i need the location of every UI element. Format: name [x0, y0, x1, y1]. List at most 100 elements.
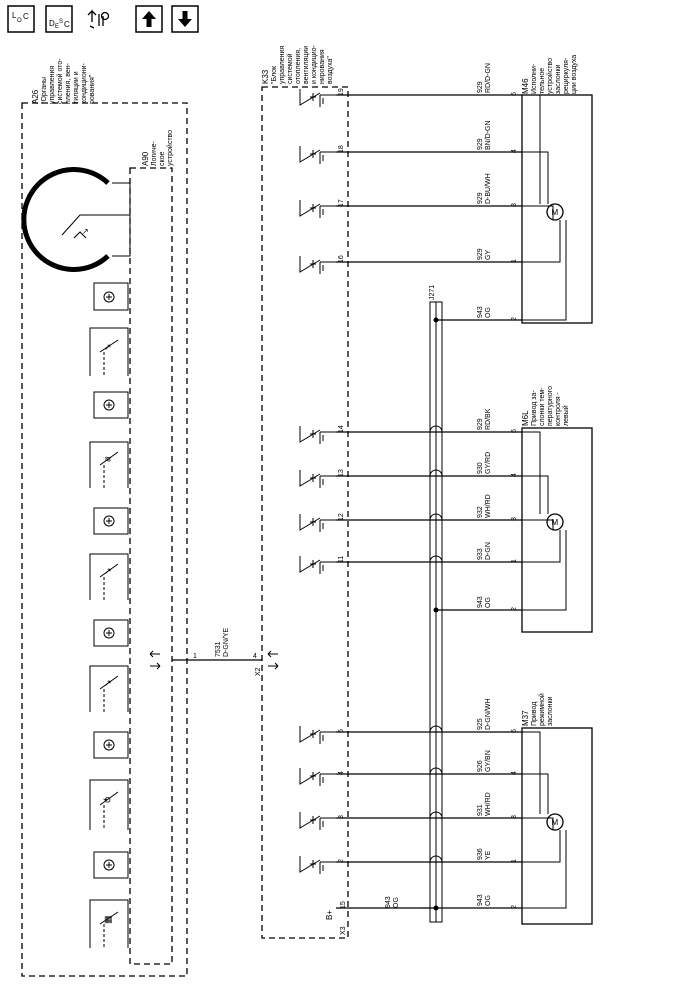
- k33-pin: 5: [338, 729, 345, 733]
- wire-color: RD/BK: [485, 408, 492, 430]
- driver-switch-icon: [299, 856, 336, 874]
- motor-lead: [522, 431, 541, 514]
- driver-switch-icon: [299, 426, 336, 444]
- motor-icon: [546, 203, 564, 221]
- motor-pin: 6: [511, 92, 518, 96]
- motor-pin: 1: [511, 859, 518, 863]
- wire-crossover: [429, 811, 443, 819]
- k33-name-line: отопления,: [295, 48, 302, 84]
- driver-switch-icon: [299, 146, 336, 164]
- motor-pin: 4: [511, 149, 518, 153]
- a26-name-line: "Органы: [41, 77, 48, 104]
- k33-pin-15: 15: [340, 901, 347, 909]
- m46-ref: M46: [521, 78, 530, 94]
- wire-crossover: [429, 855, 443, 863]
- wire-color: YE: [485, 850, 492, 860]
- driver-switch-icon: [299, 200, 336, 218]
- driver-switch-icon: [299, 89, 336, 107]
- k33-pin: 19: [338, 88, 345, 96]
- k33-pin: 13: [338, 469, 345, 477]
- x2-pin: 4: [253, 653, 257, 660]
- led-indicator-icon: [93, 619, 129, 647]
- motor-icon: [546, 513, 564, 531]
- k33-name-line: системой: [286, 53, 294, 84]
- wire-color: D-GN/WH: [485, 699, 492, 731]
- connector-tool-button[interactable]: [87, 9, 110, 29]
- motor-pin: 6: [511, 429, 518, 433]
- m37-ref: M37: [521, 710, 530, 726]
- m6l-name-line: контроля -: [555, 391, 562, 426]
- desc-button[interactable]: D E S C: [45, 5, 73, 33]
- m46-name-line: заслонки: [555, 64, 562, 94]
- wire-color: OG: [485, 597, 492, 608]
- airflow-glyph: ↗: [104, 678, 112, 688]
- loc-button[interactable]: L O C: [7, 5, 35, 33]
- led-indicator-icon: [93, 282, 129, 311]
- driver-switch-icon: [299, 256, 336, 274]
- splice-j271: J271: [429, 285, 443, 923]
- m6l-boundary: [521, 427, 593, 633]
- serial-circuit-number: 7531: [215, 641, 222, 657]
- motor-lead: [522, 220, 567, 321]
- m6l-name-line: Привод за-: [531, 390, 538, 426]
- k33-name-line: и кондицио-: [311, 44, 318, 84]
- loc-letter-2: O: [17, 18, 22, 24]
- bplus-label: B+: [325, 910, 334, 920]
- wire-color: BN/D-GN: [485, 120, 492, 150]
- wire-color: GY/BN: [485, 750, 492, 772]
- a26-ref: A26: [31, 89, 40, 104]
- desc-letter-3: S: [59, 19, 63, 25]
- circuit-number: 925: [477, 718, 484, 730]
- push-switch-icon: ↗: [89, 553, 129, 600]
- motor-lead: [522, 519, 554, 530]
- m46-name-line: тельное: [539, 68, 546, 94]
- power-circuit-number: 943: [385, 896, 392, 908]
- recirculation-glyph: ⟲: [103, 795, 111, 805]
- motor-pin: 2: [511, 317, 518, 321]
- arrow-down-icon: [178, 11, 192, 27]
- wrench-arrows-icon: [87, 9, 110, 29]
- push-switch-icon: ▦: [89, 899, 129, 948]
- motor-lead: [522, 830, 561, 863]
- k33-pin: 12: [338, 513, 345, 521]
- m46-name-line: ции воздуха: [571, 55, 578, 94]
- driver-switch-icon: [299, 768, 336, 786]
- m37-boundary: [521, 727, 593, 925]
- a26-name-line: пления, вен-: [65, 62, 72, 104]
- circuit-number: 929: [477, 418, 484, 430]
- k33-label: K33 "Блок управления системой отопления,…: [261, 44, 334, 84]
- m46-name-line: рециркуля-: [563, 57, 570, 94]
- m6l-name-line: слонки тем-: [539, 387, 546, 426]
- serial-wire-color: D-GN/YE: [223, 628, 230, 658]
- m37-name-line: заслонки: [547, 696, 554, 726]
- k33-ref: K33: [261, 69, 270, 84]
- a26-name-line: управления: [49, 66, 56, 104]
- wire-crossover: [429, 425, 443, 433]
- circuit-number: 943: [477, 894, 484, 906]
- motor-lead: [522, 830, 567, 909]
- m6l-name-line: левый: [562, 405, 570, 426]
- wire-crossover: [429, 513, 443, 521]
- a26-switch-bank: ↗ ≋ ↗ ↗ ⟲ ▦: [89, 282, 129, 948]
- wire-color: OG: [485, 895, 492, 906]
- driver-switch-icon: [299, 556, 336, 574]
- airflow-glyph: ↗: [104, 566, 112, 576]
- motor-pin: 1: [511, 259, 518, 263]
- motor-lead: [522, 817, 554, 830]
- k33-name-line: "Блок: [271, 65, 278, 84]
- circuit-number: 943: [477, 596, 484, 608]
- motor-lead: [522, 530, 561, 563]
- up-button[interactable]: [135, 5, 163, 33]
- down-button[interactable]: [171, 5, 199, 33]
